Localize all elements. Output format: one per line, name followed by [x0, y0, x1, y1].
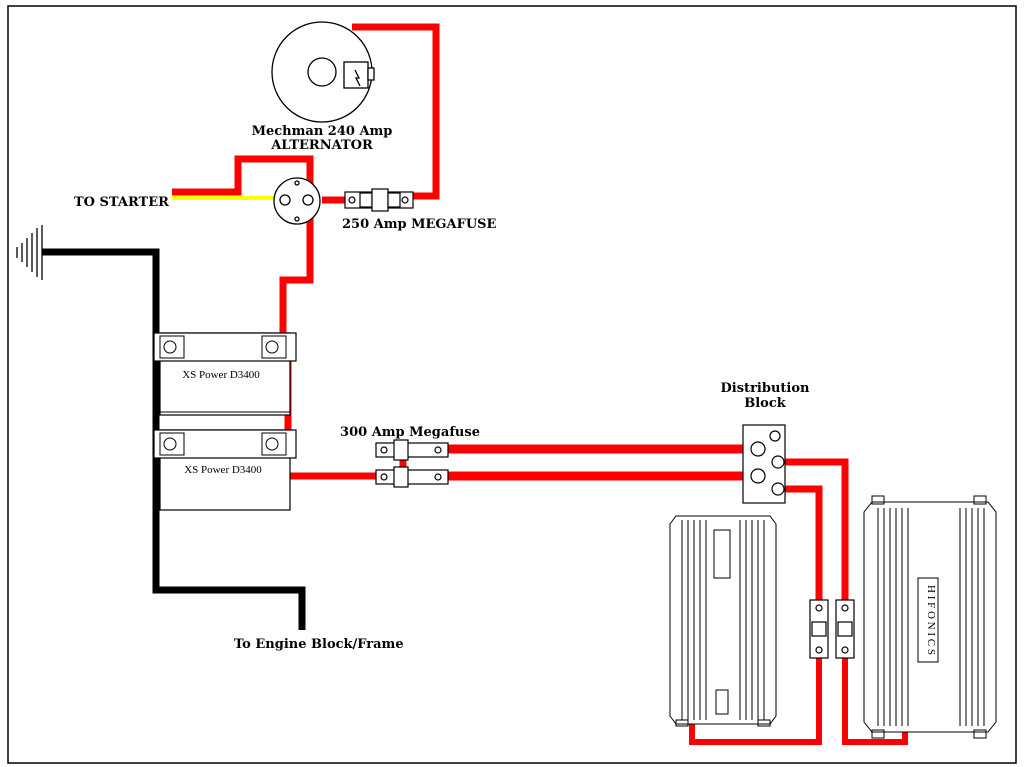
distribution-label-2: Block: [744, 396, 787, 411]
amp1-power-wire: [689, 652, 822, 745]
battery-1: [153, 332, 297, 416]
battery-2-label: XS Power D3400: [184, 464, 262, 476]
starter-wire-red: [172, 155, 314, 196]
post-to-battery-wire: [279, 212, 314, 340]
battery-2: [153, 429, 297, 511]
distribution-label: Distribution: [721, 381, 810, 396]
megafuse-250-label: 250 Amp MEGAFUSE: [342, 217, 497, 232]
amplifier-2-brand: H I F O N I C S: [925, 585, 937, 655]
block-out-wire-2: [780, 485, 823, 605]
starter-terminal-icon: [273, 177, 321, 225]
battery-to-fuse300-wire: [279, 456, 378, 480]
alternator-label: Mechman 240 Amp: [252, 124, 393, 139]
inline-fuse-2: [835, 599, 855, 659]
megafuse-300: [375, 439, 449, 488]
distribution-block: [742, 424, 786, 504]
diagram-border: [7, 5, 1017, 764]
battery-1-label: XS Power D3400: [182, 369, 260, 381]
megafuse-250: [344, 188, 414, 212]
amplifier-1: [669, 515, 777, 727]
alternator-label-2: ALTERNATOR: [270, 138, 373, 153]
amplifier-2: [863, 495, 997, 739]
ground-antenna-icon: [16, 225, 43, 280]
ground-wire: [42, 248, 306, 630]
amp2-power-wire: [842, 652, 908, 745]
megafuse-300-label: 300 Amp Megafuse: [340, 425, 480, 440]
engine-ground-label: To Engine Block/Frame: [234, 637, 404, 652]
to-starter-label: TO STARTER: [74, 195, 169, 210]
inline-fuse-1: [809, 599, 829, 659]
alternator-icon: [271, 21, 375, 123]
block-out-wire-1: [780, 458, 849, 605]
alternator-power-wire: [352, 23, 440, 200]
